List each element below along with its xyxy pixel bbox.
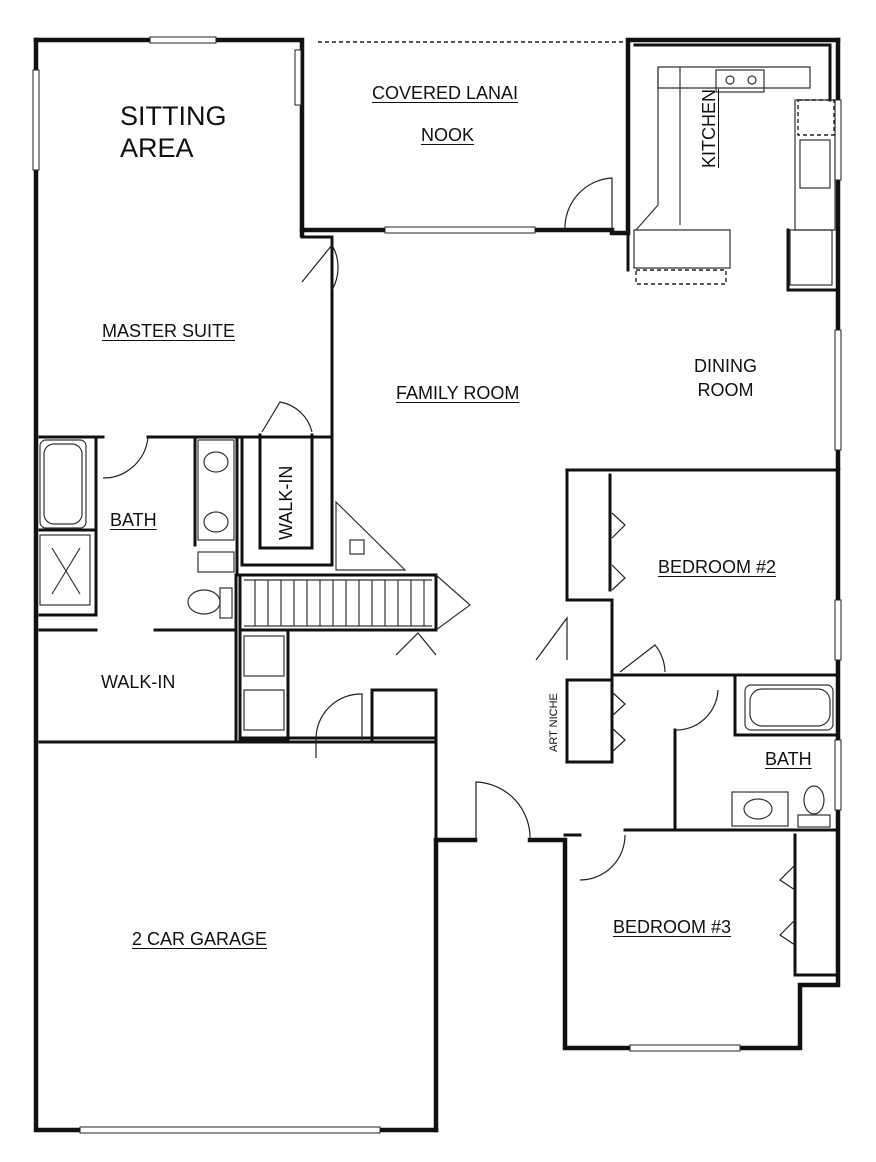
bedroom-3-label: BEDROOM #3	[613, 917, 732, 937]
master-walk-in-label: WALK-IN	[101, 672, 176, 692]
family-room-label: FAMILY ROOM	[396, 383, 520, 403]
covered-lanai-label: COVERED LANAI	[372, 83, 519, 103]
doors	[102, 177, 796, 946]
interior-walls	[38, 38, 840, 977]
art-niche-label: ART NICHE	[548, 693, 560, 752]
garage-label: 2 CAR GARAGE	[132, 929, 268, 949]
stairs	[244, 500, 471, 631]
fixtures	[187, 439, 834, 828]
master-suite-label: MASTER SUITE	[102, 321, 236, 341]
windows	[32, 36, 842, 1134]
sitting-area-label: SITTING AREA	[120, 101, 227, 163]
walk-in-closet-label: WALK-IN	[276, 465, 296, 540]
dining-room-label: DINING ROOM	[694, 356, 757, 400]
master-tub	[39, 439, 91, 606]
bath-2-label: BATH	[765, 749, 812, 769]
kitchen-counters	[633, 66, 836, 286]
master-bath-label: BATH	[110, 510, 157, 530]
nook-label: NOOK	[421, 125, 475, 145]
kitchen-label: KITCHEN	[699, 88, 719, 168]
bedroom-2-label: BEDROOM #2	[658, 557, 777, 577]
